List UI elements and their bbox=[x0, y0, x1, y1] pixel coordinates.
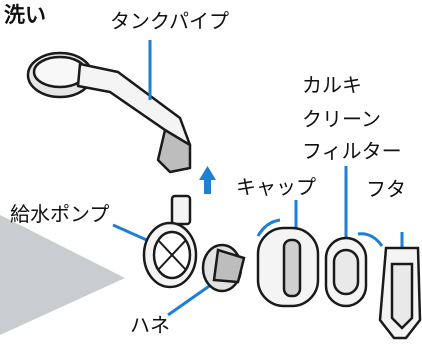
lid-illustration bbox=[378, 246, 422, 340]
calc-filter-label-line3: フィルター bbox=[302, 139, 402, 163]
filter-rotate-arrow-icon bbox=[357, 232, 384, 247]
lid-label: フタ bbox=[366, 177, 406, 201]
water-pump-label: 給水ポンプ bbox=[10, 202, 110, 226]
impeller-label: ハネ bbox=[130, 313, 170, 337]
calc-filter-label-line1: カルキ bbox=[302, 73, 362, 97]
up-arrow-icon bbox=[199, 166, 216, 194]
water-pump-illustration bbox=[142, 194, 198, 289]
tank-pipe-illustration bbox=[26, 51, 192, 174]
title-fragment: 洗い bbox=[4, 3, 46, 27]
impeller-leader bbox=[167, 280, 216, 317]
tank-pipe-label: タンクパイプ bbox=[110, 9, 229, 33]
gray-wedge bbox=[0, 215, 125, 335]
calc-filter-illustration bbox=[324, 236, 368, 308]
cap-illustration bbox=[256, 226, 320, 308]
cap-rotate-arrow-icon bbox=[256, 218, 281, 237]
calc-filter-label-line2: クリーン bbox=[302, 107, 381, 131]
impeller-illustration bbox=[201, 243, 246, 293]
cap-label: キャップ bbox=[236, 175, 316, 199]
